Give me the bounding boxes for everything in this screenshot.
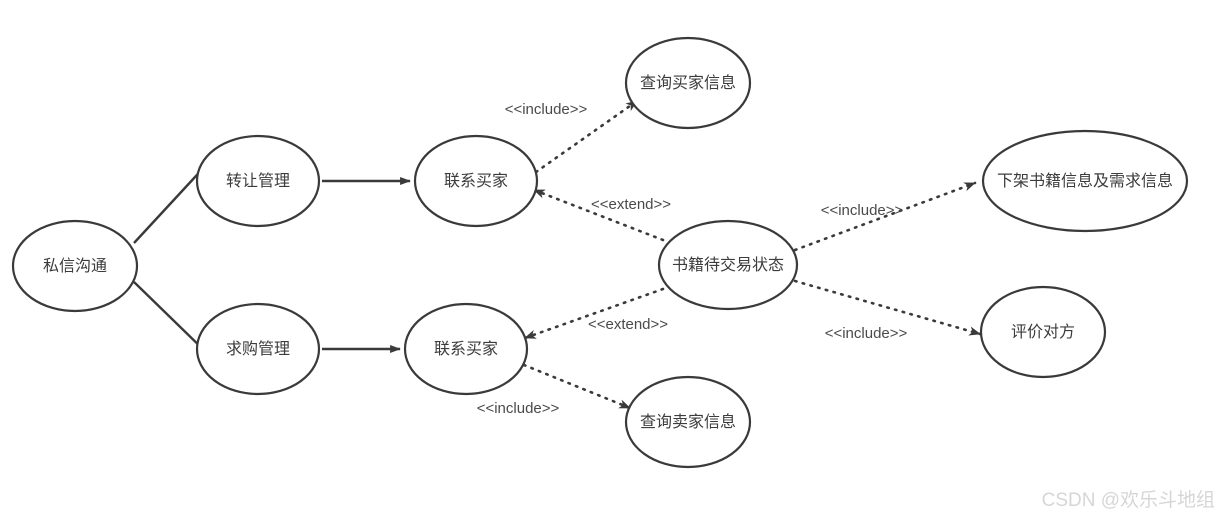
csdn-watermark: CSDN @欢乐斗地组 xyxy=(1042,489,1215,511)
use-case-label-lianxi-top: 联系买家 xyxy=(444,172,508,190)
use-case-lianxi-bot[interactable]: 联系买家 xyxy=(403,302,529,396)
use-case-ellipse-shuji xyxy=(657,219,799,311)
use-case-qiugou[interactable]: 求购管理 xyxy=(195,302,321,396)
use-case-ellipse-zhuanrang xyxy=(195,134,321,228)
use-case-ellipse-lianxi-top xyxy=(413,134,539,228)
stereotype-label-dep-shuji-pingjia: <<include>> xyxy=(825,325,908,342)
use-case-ellipse-lianxi-bot xyxy=(403,302,529,396)
association-edge-assoc-sixin-zhuanrang xyxy=(133,162,209,244)
dependency-edge-dep-shuji-lianxitop xyxy=(532,188,665,242)
use-case-label-zhuanrang: 转让管理 xyxy=(226,172,290,190)
use-case-ellipse-sixin xyxy=(11,219,139,313)
use-case-label-chaxun-mai: 查询买家信息 xyxy=(640,74,736,92)
use-case-zhuanrang[interactable]: 转让管理 xyxy=(195,134,321,228)
stereotype-label-dep-shuji-lianxibot: <<extend>> xyxy=(588,316,668,333)
use-case-shuji[interactable]: 书籍待交易状态 xyxy=(657,219,799,311)
use-case-chaxun-mai[interactable]: 查询买家信息 xyxy=(624,36,752,130)
use-case-nodes-group: 私信沟通转让管理求购管理联系买家联系买家查询买家信息查询卖家信息书籍待交易状态下… xyxy=(11,36,1189,469)
use-case-label-pingjia: 评价对方 xyxy=(1011,323,1075,341)
use-case-sixin[interactable]: 私信沟通 xyxy=(11,219,139,313)
stereotype-label-dep-shuji-xiajia: <<include>> xyxy=(821,202,904,219)
use-case-label-shuji: 书籍待交易状态 xyxy=(672,256,784,274)
dependency-edges-group xyxy=(522,99,982,410)
stereotype-labels-group: <<include>> <<extend>> <<extend>> <<include… xyxy=(477,101,908,417)
stereotype-label-dep-lianxitop-chaxunmai: <<include>> xyxy=(505,101,588,118)
use-case-label-sixin: 私信沟通 xyxy=(43,257,107,275)
use-case-lianxi-top[interactable]: 联系买家 xyxy=(413,134,539,228)
use-case-ellipse-pingjia xyxy=(979,285,1107,379)
dependency-edge-dep-shuji-xiajia xyxy=(793,181,977,252)
use-case-label-chaxun-mai2: 查询卖家信息 xyxy=(640,413,736,431)
dependency-edge-dep-lianxibot-chaxunmai2 xyxy=(522,363,632,410)
dependency-edge-dep-shuji-lianxibot xyxy=(523,287,665,340)
use-case-label-xiajia: 下架书籍信息及需求信息 xyxy=(997,172,1173,190)
use-case-label-qiugou: 求购管理 xyxy=(226,340,290,358)
stereotype-label-dep-shuji-lianxitop: <<extend>> xyxy=(591,196,671,213)
use-case-ellipse-xiajia xyxy=(981,129,1189,233)
use-case-chaxun-mai2[interactable]: 查询卖家信息 xyxy=(624,375,752,469)
dependency-edge-dep-shuji-pingjia xyxy=(793,279,982,336)
use-case-label-lianxi-bot: 联系买家 xyxy=(434,340,498,358)
stereotype-label-dep-lianxibot-chaxunmai2: <<include>> xyxy=(477,400,560,417)
use-case-ellipse-qiugou xyxy=(195,302,321,396)
use-case-xiajia[interactable]: 下架书籍信息及需求信息 xyxy=(981,129,1189,233)
use-case-ellipse-chaxun-mai2 xyxy=(624,375,752,469)
use-case-pingjia[interactable]: 评价对方 xyxy=(979,285,1107,379)
dependency-edge-dep-lianxitop-chaxunmai xyxy=(534,99,639,174)
use-case-ellipse-chaxun-mai xyxy=(624,36,752,130)
